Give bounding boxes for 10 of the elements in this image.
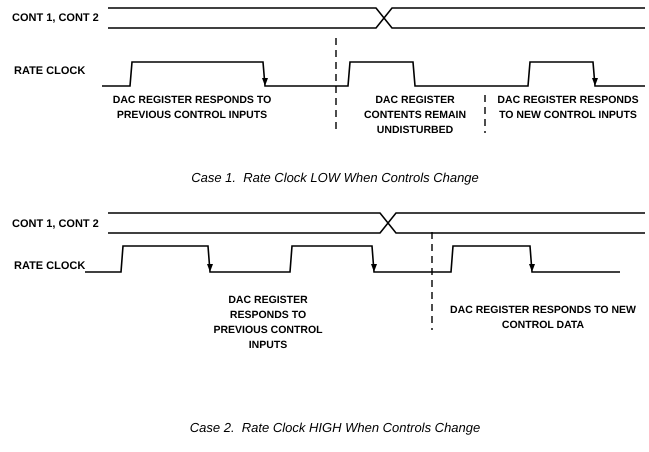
signal-name: CONT 1, CONT 2: [12, 217, 99, 231]
timing-note: DAC REGISTER RESPONDS TO NEW CONTROL INPUTS: [496, 93, 640, 123]
timing-note: DAC REGISTER RESPONDS TO PREVIOUS CONTROL INPUTS: [112, 93, 272, 123]
figure-caption: Case 2. Rate Clock HIGH When Controls Change: [188, 419, 482, 437]
timing-note: DAC REGISTER RESPONDS TO PREVIOUS CONTROL INPUTS: [212, 293, 324, 353]
signal-name: CONT 1, CONT 2: [12, 11, 99, 25]
figure-caption: Case 1. Rate Clock LOW When Controls Change: [190, 169, 480, 187]
signal-name: RATE CLOCK: [14, 259, 86, 273]
timing-note: DAC REGISTER CONTENTS REMAIN UNDISTURBED: [362, 93, 468, 138]
timing-note: DAC REGISTER RESPONDS TO NEW CONTROL DATA: [449, 303, 637, 333]
